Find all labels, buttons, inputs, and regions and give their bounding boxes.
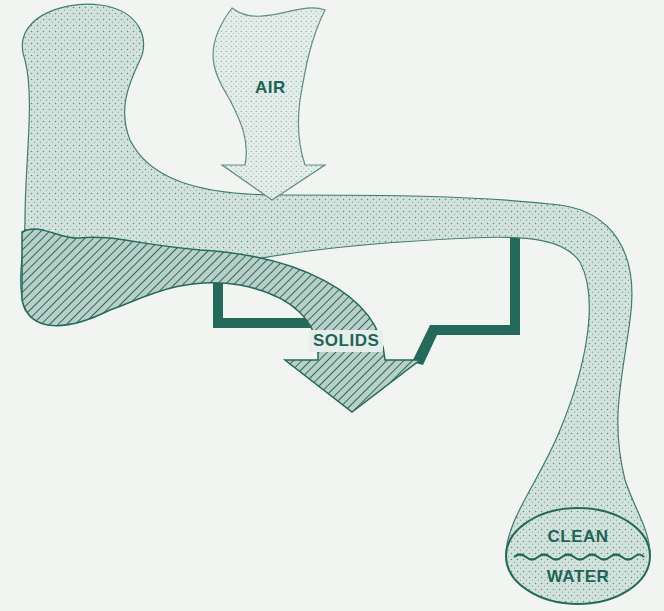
clean-water-label: CLEAN WATER (536, 516, 620, 598)
solids-flow (22, 229, 420, 412)
air-arrow (213, 8, 325, 200)
water-flow (21, 4, 650, 555)
flow-label-text: CLEAN WATER (536, 516, 620, 598)
water-surface (514, 555, 644, 560)
solids-label: SOLIDS (309, 330, 383, 352)
air-label: AIR (251, 77, 290, 99)
clean-water-pool (506, 508, 650, 604)
flow-label-text: AIR (251, 77, 290, 99)
flow-label-text: SOLIDS (309, 330, 383, 352)
